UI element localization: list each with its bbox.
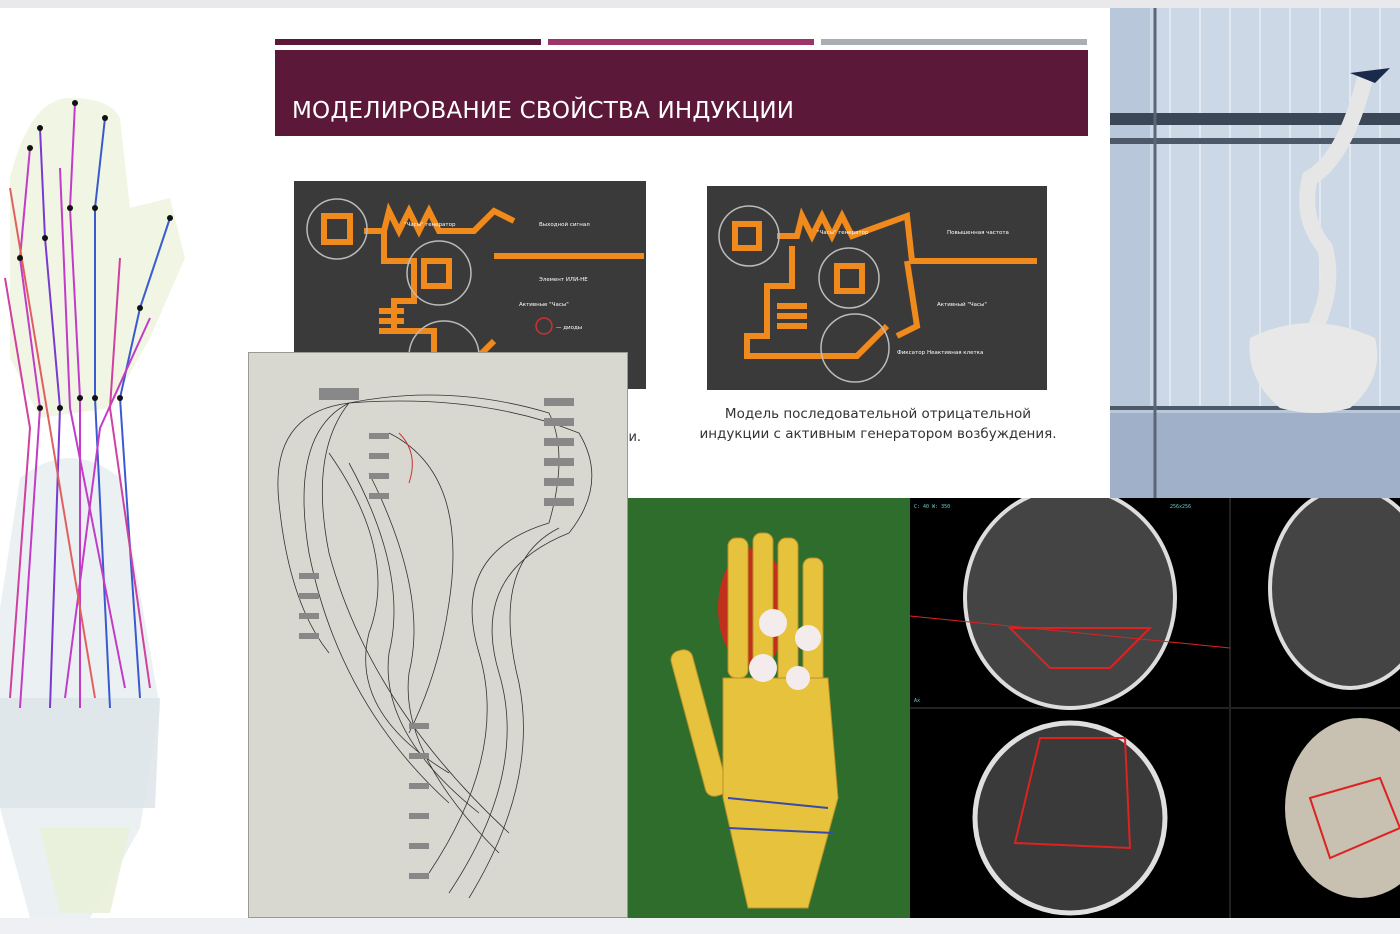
node-graph-screenshot bbox=[248, 352, 628, 918]
top-page-strip bbox=[0, 0, 1400, 8]
robotic-hand-photo bbox=[628, 498, 910, 918]
slide-title: МОДЕЛИРОВАНИЕ СВОЙСТВА ИНДУКЦИИ bbox=[292, 98, 795, 124]
svg-text:C: 40 W: 350: C: 40 W: 350 bbox=[914, 504, 950, 510]
label-generator-left: "Часы" генератор bbox=[404, 222, 456, 228]
presentation-slide: МОДЕЛИРОВАНИЕ СВОЙСТВА ИНДУКЦИИ "Часы" г… bbox=[248, 8, 1110, 498]
spine-model-photo bbox=[1110, 8, 1400, 498]
label-output-left: Выходной сигнал bbox=[539, 221, 590, 228]
hand-tendon-model-image bbox=[0, 8, 248, 918]
caption-right: Модель последовательной отрицательной ин… bbox=[699, 406, 1057, 442]
accent-bar-2 bbox=[548, 39, 814, 45]
svg-text:256x256: 256x256 bbox=[1170, 504, 1191, 510]
circuit-diagram-right: "Часы" генератор Повышенная частота Акти… bbox=[707, 186, 1047, 390]
slide-title-band: МОДЕЛИРОВАНИЕ СВОЙСТВА ИНДУКЦИИ bbox=[275, 50, 1088, 136]
label-element-left: Элемент ИЛИ-НЕ bbox=[539, 277, 588, 283]
accent-bar-1 bbox=[275, 39, 541, 45]
label-diode-left: — диоды bbox=[556, 325, 582, 331]
ct-scan-viewer: C: 40 W: 350 Ax 256x256 bbox=[910, 498, 1400, 918]
svg-text:Ax: Ax bbox=[914, 698, 920, 704]
label-fixed-right: Фиксатор bbox=[897, 350, 926, 356]
label-active-left: Активные "Часы" bbox=[519, 302, 569, 308]
label-active-right: Активный "Часы" bbox=[937, 301, 987, 308]
label-generator-right: "Часы" генератор bbox=[817, 230, 869, 236]
accent-bar-3 bbox=[821, 39, 1087, 45]
label-output-right: Повышенная частота bbox=[947, 230, 1009, 236]
label-inactive-right: Неактивная клетка bbox=[927, 350, 983, 356]
bottom-page-strip bbox=[0, 918, 1400, 934]
